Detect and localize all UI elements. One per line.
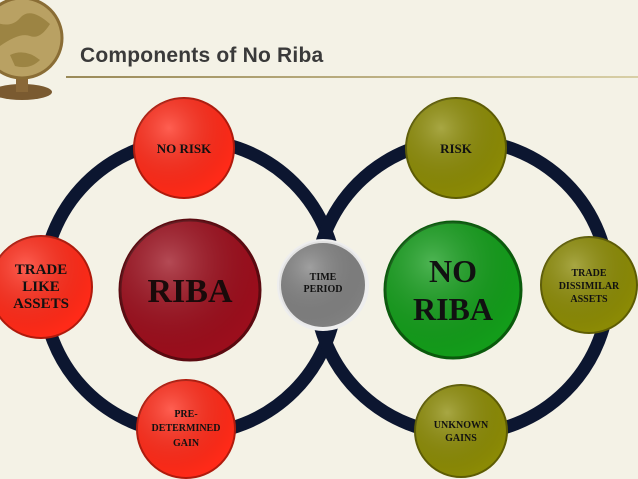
pre-determined-gain-node: PRE- DETERMINED GAIN bbox=[136, 379, 236, 479]
unknown-gains-node: UNKNOWN GAINS bbox=[414, 384, 508, 478]
no-risk-node: NO RISK bbox=[133, 97, 235, 199]
trade-like-assets-line-3: ASSETS bbox=[13, 296, 69, 312]
pre-determined-gain-line-1: PRE- bbox=[174, 409, 197, 420]
trade-like-assets-line-2: LIKE bbox=[22, 279, 60, 295]
trade-dissimilar-assets-line-1: TRADE bbox=[571, 268, 606, 279]
title-divider bbox=[66, 76, 638, 78]
unknown-gains-line-1: UNKNOWN bbox=[434, 420, 489, 431]
trade-dissimilar-assets-line-3: ASSETS bbox=[570, 294, 608, 305]
no-risk-label: NO RISK bbox=[157, 141, 212, 156]
riba-center-label: RIBA bbox=[147, 273, 232, 310]
trade-dissimilar-assets-node: TRADE DISSIMILAR ASSETS bbox=[540, 236, 638, 334]
unknown-gains-line-2: GAINS bbox=[445, 433, 477, 444]
pre-determined-gain-line-2: DETERMINED bbox=[152, 423, 221, 434]
trade-dissimilar-assets-line-2: DISSIMILAR bbox=[559, 281, 620, 292]
time-period-line-2: PERIOD bbox=[304, 284, 343, 295]
no-riba-center-node: NO RIBA bbox=[383, 220, 523, 360]
pre-determined-gain-line-3: GAIN bbox=[173, 438, 200, 449]
no-riba-label-line-2: RIBA bbox=[413, 291, 493, 327]
page-title: Components of No Riba bbox=[80, 44, 324, 67]
time-period-node: TIME PERIOD bbox=[277, 239, 369, 331]
no-riba-label-line-1: NO bbox=[429, 253, 477, 289]
trade-like-assets-line-1: TRADE bbox=[15, 262, 68, 278]
risk-label: RISK bbox=[440, 141, 473, 156]
riba-center-node: RIBA bbox=[118, 218, 262, 362]
globe-image bbox=[0, 0, 64, 100]
risk-node: RISK bbox=[405, 97, 507, 199]
trade-like-assets-node: TRADE LIKE ASSETS bbox=[0, 235, 93, 339]
time-period-line-1: TIME bbox=[310, 272, 337, 283]
